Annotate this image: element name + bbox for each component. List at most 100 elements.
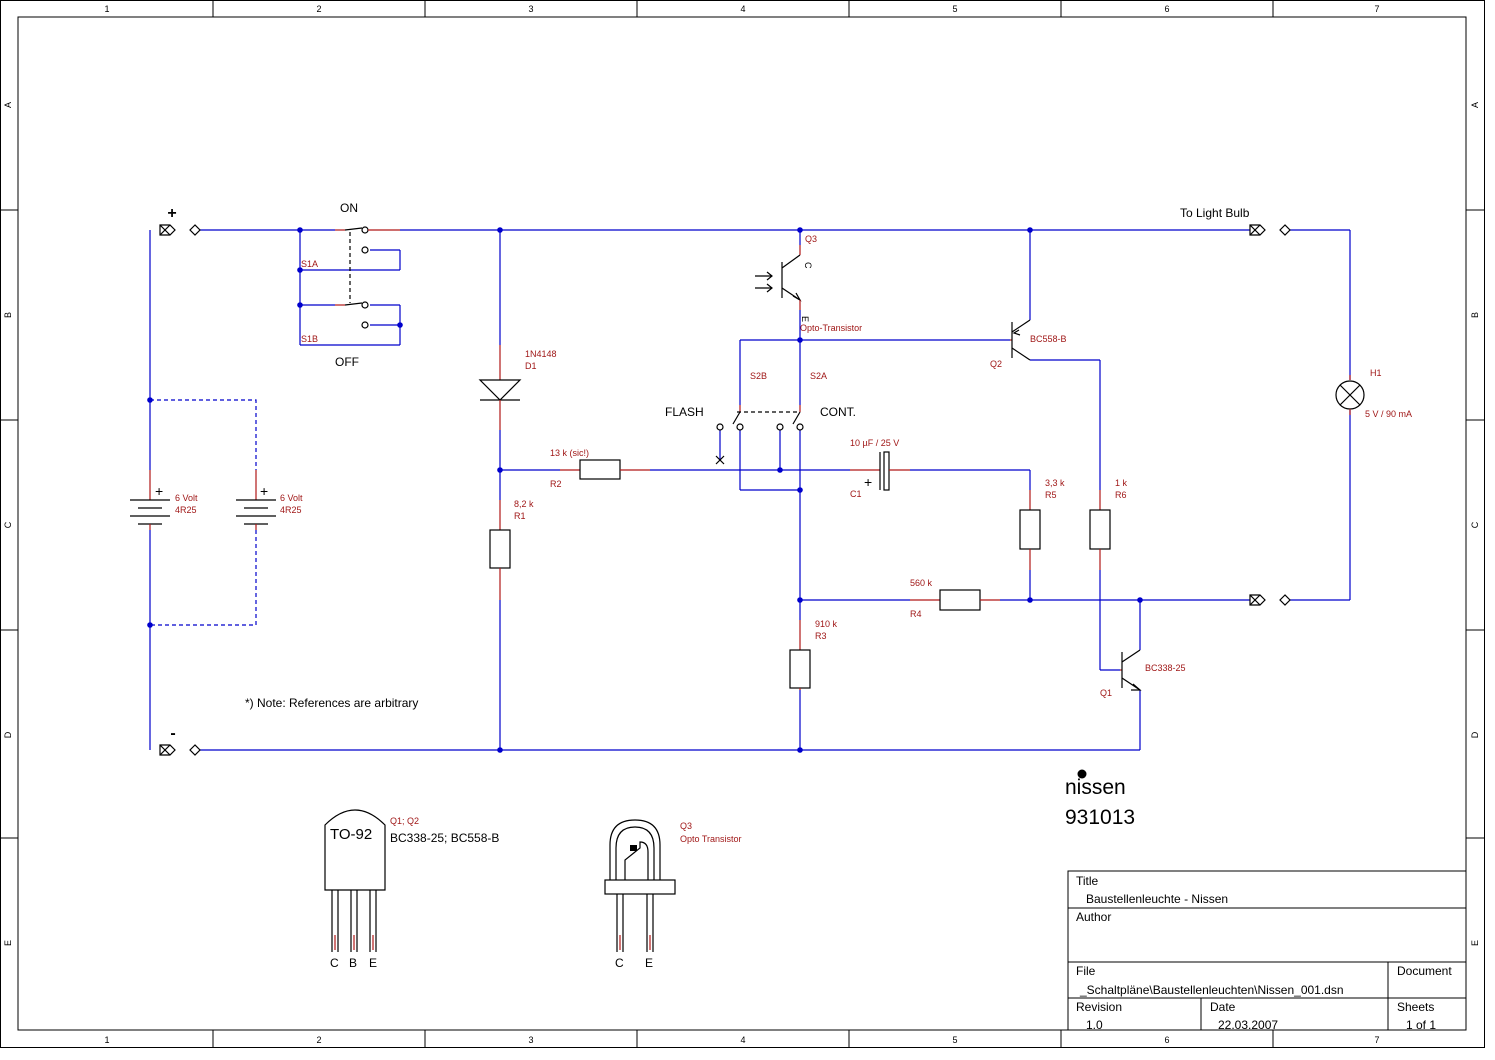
to92-title: TO-92 xyxy=(330,826,372,843)
battery-1-plus: + xyxy=(155,483,163,499)
connector-minus xyxy=(159,744,201,756)
resistor-r6 xyxy=(1089,490,1111,570)
junctions xyxy=(147,227,1143,753)
col-label-1: 1 xyxy=(104,1035,109,1045)
battery-2-type: 4R25 xyxy=(280,505,302,515)
row-label-d: D xyxy=(3,731,13,738)
col-label-5: 5 xyxy=(952,4,957,14)
resistor-r1 xyxy=(489,500,511,600)
r5-ref: R5 xyxy=(1045,490,1057,500)
file-label: File xyxy=(1076,964,1096,978)
sheets-value: 1 of 1 xyxy=(1406,1018,1436,1032)
row-labels-right: A B C D E xyxy=(1470,102,1480,946)
logo-dot xyxy=(1077,769,1087,779)
r2-value: 13 k (sic!) xyxy=(550,448,589,458)
opto-transistor-q3 xyxy=(755,245,802,310)
capacitor-c1 xyxy=(850,451,910,491)
r4-value: 560 k xyxy=(910,578,933,588)
q2-ref: Q2 xyxy=(990,359,1002,369)
switch-s2 xyxy=(715,405,804,465)
diode-d1 xyxy=(478,345,522,430)
opto-ref: Q3 xyxy=(680,821,692,831)
date-label: Date xyxy=(1210,1000,1236,1014)
col-label-7: 7 xyxy=(1374,4,1379,14)
r1-value: 8,2 k xyxy=(514,499,534,509)
wires xyxy=(149,229,1351,751)
revision-label: Revision xyxy=(1076,1000,1122,1014)
note-text: *) Note: References are arbitrary xyxy=(245,696,418,710)
transistor-q1 xyxy=(1120,649,1142,691)
to92-package-drawing xyxy=(324,809,386,952)
to92-pin-c: C xyxy=(330,956,339,970)
row-label-d: D xyxy=(1470,731,1480,738)
row-label-b: B xyxy=(3,312,13,318)
row-label-c: C xyxy=(1470,521,1480,528)
connector-plus xyxy=(159,224,201,236)
connector-light-top xyxy=(1249,224,1291,236)
r5-value: 3,3 k xyxy=(1045,478,1065,488)
row-label-c: C xyxy=(3,521,13,528)
d1-ref: D1 xyxy=(525,361,537,371)
document-label: Document xyxy=(1397,964,1452,978)
minus-terminal-label: - xyxy=(170,725,175,742)
switch-s1 xyxy=(335,226,400,329)
col-label-7: 7 xyxy=(1374,1035,1379,1045)
row-label-b: B xyxy=(1470,312,1480,318)
to92-pin-e: E xyxy=(369,956,377,970)
r3-ref: R3 xyxy=(815,631,827,641)
q3-part: Opto-Transistor xyxy=(800,323,862,333)
switch-off-label: OFF xyxy=(335,355,359,369)
battery-1 xyxy=(130,470,170,530)
cont-label: CONT. xyxy=(820,405,856,419)
title-value: Baustellenleuchte - Nissen xyxy=(1086,892,1228,906)
battery-parallel-dashed xyxy=(150,399,257,626)
to-light-bulb-label: To Light Bulb xyxy=(1180,206,1250,220)
s1b-label: S1B xyxy=(301,334,318,344)
q3-ref: Q3 xyxy=(805,234,817,244)
col-label-5: 5 xyxy=(952,1035,957,1045)
r6-ref: R6 xyxy=(1115,490,1127,500)
column-labels-top: 1 2 3 4 5 6 7 xyxy=(104,4,1379,14)
battery-2-value: 6 Volt xyxy=(280,493,303,503)
battery-1-type: 4R25 xyxy=(175,505,197,515)
h1-value: 5 V / 90 mA xyxy=(1365,409,1412,419)
date-value: 22.03.2007 xyxy=(1218,1018,1278,1032)
col-label-1: 1 xyxy=(104,4,109,14)
opto-pin-e: E xyxy=(645,956,653,970)
h1-ref: H1 xyxy=(1370,368,1382,378)
lamp-h1 xyxy=(1335,375,1365,415)
r1-ref: R1 xyxy=(514,511,526,521)
q3-emitter-label: E xyxy=(800,316,810,322)
plus-terminal-label: + xyxy=(167,205,176,222)
transistor-q2 xyxy=(1010,319,1031,361)
battery-2 xyxy=(236,470,276,530)
col-label-6: 6 xyxy=(1164,4,1169,14)
c1-plus: + xyxy=(864,474,872,490)
c1-value: 10 µF / 25 V xyxy=(850,438,899,448)
opto-desc: Opto Transistor xyxy=(680,834,742,844)
col-label-4: 4 xyxy=(740,4,745,14)
resistor-r3 xyxy=(789,620,811,690)
col-label-3: 3 xyxy=(528,1035,533,1045)
q2-part: BC558-B xyxy=(1030,334,1067,344)
row-label-e: E xyxy=(3,940,13,946)
c1-ref: C1 xyxy=(850,489,862,499)
battery-2-plus: + xyxy=(260,483,268,499)
r6-value: 1 k xyxy=(1115,478,1128,488)
resistor-r5 xyxy=(1019,490,1041,570)
r3-value: 910 k xyxy=(815,619,838,629)
opto-package-drawing xyxy=(604,819,676,952)
row-label-a: A xyxy=(1470,102,1480,108)
to92-refs: Q1; Q2 xyxy=(390,816,419,826)
d1-part: 1N4148 xyxy=(525,349,557,359)
q1-ref: Q1 xyxy=(1100,688,1112,698)
column-labels-bottom: 1 2 3 4 5 6 7 xyxy=(104,1035,1379,1045)
s2a-label: S2A xyxy=(810,371,827,381)
file-value: _Schaltpläne\Baustellenleuchten\Nissen_0… xyxy=(1079,983,1344,997)
to92-pin-b: B xyxy=(349,956,357,970)
title-block xyxy=(1067,870,1467,1031)
connector-light-bottom xyxy=(1249,594,1291,606)
logo-number: 931013 xyxy=(1065,806,1135,829)
